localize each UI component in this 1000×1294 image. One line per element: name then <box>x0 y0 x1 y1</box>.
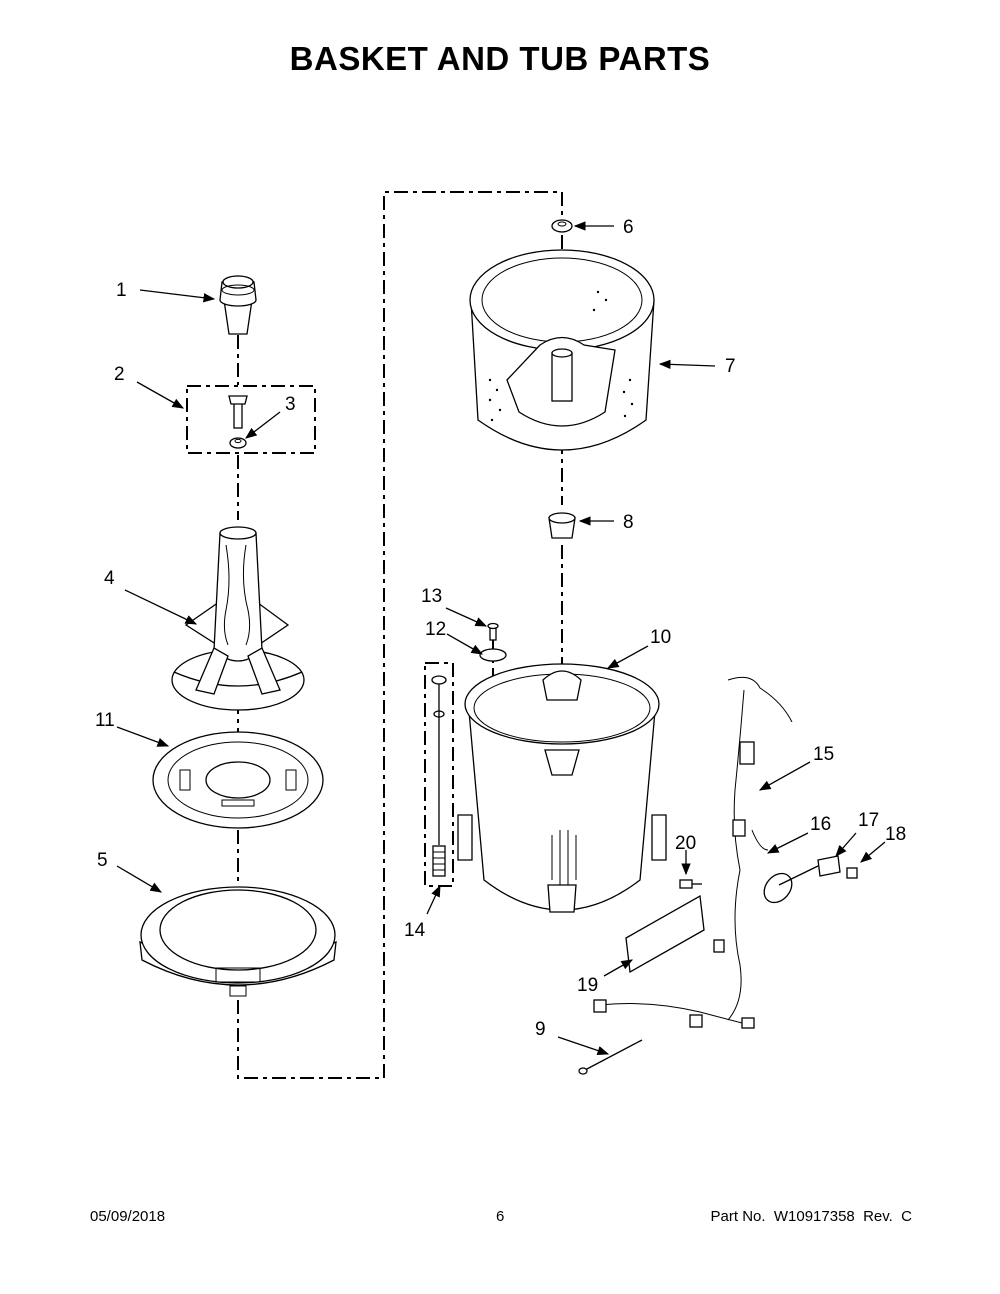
part-9-cable-tie <box>578 1039 643 1075</box>
part-8-hub <box>548 512 576 539</box>
part-7-basket <box>469 249 655 451</box>
callout-18: 18 <box>885 824 906 845</box>
callout-17: 17 <box>858 810 879 831</box>
part-1-dispenser <box>219 275 257 335</box>
callout-14: 14 <box>404 920 426 941</box>
callout-6: 6 <box>623 217 634 238</box>
part-19-shield <box>625 894 705 974</box>
callout-9: 9 <box>535 1019 546 1040</box>
part-16-ring <box>763 872 793 904</box>
part-3-washer <box>229 437 247 449</box>
part-17-plug <box>817 855 841 877</box>
callout-11: 11 <box>95 710 115 731</box>
callout-5: 5 <box>97 850 108 871</box>
callout-13: 13 <box>421 586 442 607</box>
callout-7: 7 <box>725 356 736 377</box>
callout-labels: 1 2 3 4 11 5 6 7 8 13 12 10 14 15 16 17 … <box>95 217 906 1040</box>
part-2-bolt <box>228 395 248 429</box>
callout-1: 1 <box>116 280 127 301</box>
part-11-ring-plate <box>152 731 324 829</box>
part-4-agitator <box>171 526 305 711</box>
callout-4: 4 <box>104 568 115 589</box>
part-6-bushing <box>551 219 573 233</box>
footer-date: 05/09/2018 <box>90 1208 166 1225</box>
part-12-clip <box>479 648 507 662</box>
callout-leaders <box>116 221 886 1056</box>
part-5-balance-ring <box>139 886 337 997</box>
part-10-tub <box>457 663 667 913</box>
footer-part-number: Part No. W10917358 Rev. C <box>710 1208 912 1225</box>
callout-3: 3 <box>285 394 296 415</box>
part-20-screw <box>679 879 702 889</box>
part-15-wire-harness <box>593 676 793 1029</box>
part-18-screw <box>846 867 858 879</box>
page-title: BASKET AND TUB PARTS <box>289 40 711 77</box>
footer-page-number: 6 <box>496 1208 505 1225</box>
callout-12: 12 <box>425 619 446 640</box>
callout-2: 2 <box>114 364 125 385</box>
callout-10: 10 <box>650 627 671 648</box>
part-13-screw <box>487 622 499 641</box>
callout-20: 20 <box>675 833 696 854</box>
callout-15: 15 <box>813 744 834 765</box>
callout-8: 8 <box>623 512 634 533</box>
part-14-pressure-hose <box>431 675 447 877</box>
callout-19: 19 <box>577 975 598 996</box>
callout-16: 16 <box>810 814 831 835</box>
